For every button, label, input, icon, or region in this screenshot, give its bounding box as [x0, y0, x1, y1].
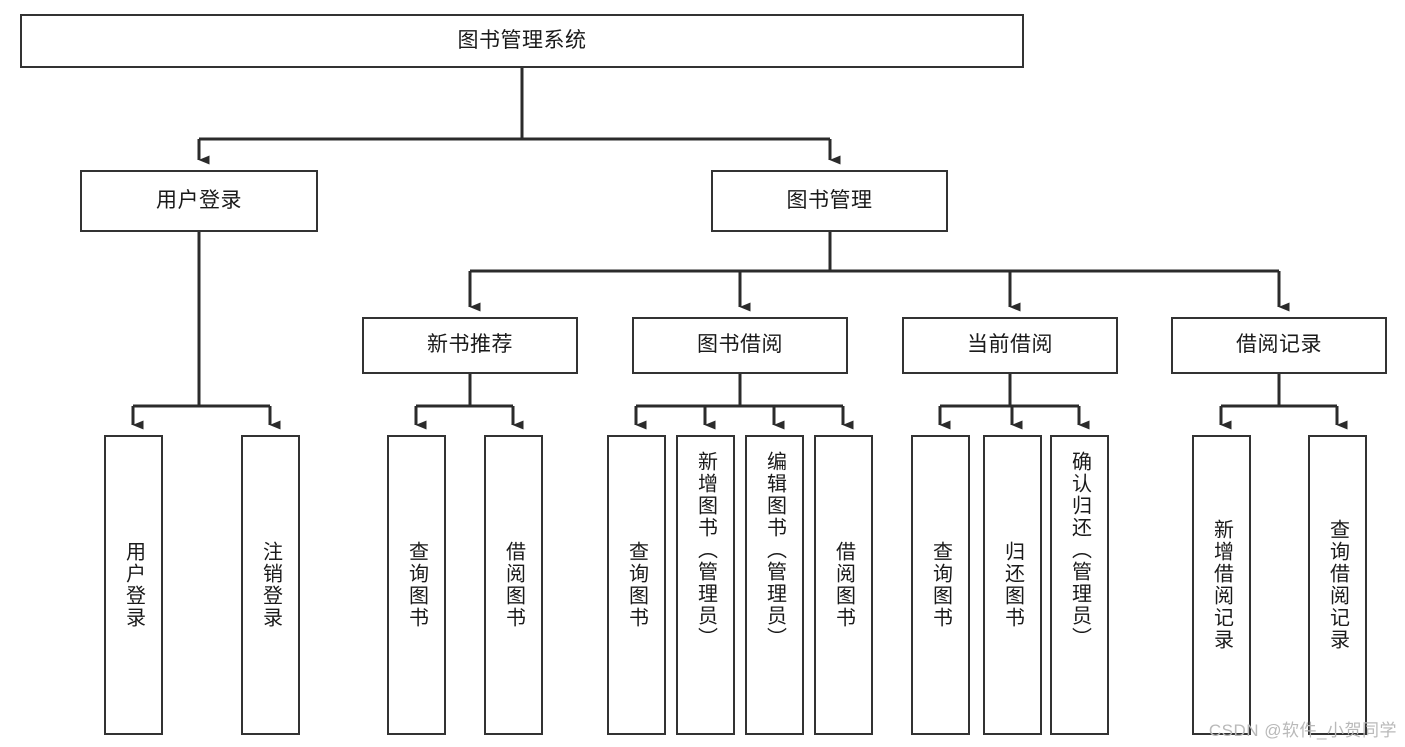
node-label: 借阅图书: [502, 541, 525, 629]
node-leaf-query-book-current[interactable]: 查询图书: [911, 435, 970, 735]
node-leaf-borrow-book-recommend[interactable]: 借阅图书: [484, 435, 543, 735]
node-current-borrow[interactable]: 当前借阅: [902, 317, 1118, 374]
node-label: 借阅记录: [1236, 333, 1322, 357]
node-leaf-query-book-recommend[interactable]: 查询图书: [387, 435, 446, 735]
node-leaf-add-borrow-record[interactable]: 新增借阅记录: [1192, 435, 1251, 735]
node-label: 图书管理系统: [457, 28, 587, 52]
node-new-book-recommend[interactable]: 新书推荐: [362, 317, 578, 374]
node-label: 新增借阅记录: [1210, 519, 1233, 651]
node-leaf-query-book-borrow[interactable]: 查询图书: [607, 435, 666, 735]
node-leaf-user-login[interactable]: 用户登录: [104, 435, 163, 735]
node-book-borrow[interactable]: 图书借阅: [632, 317, 848, 374]
node-label: 图书借阅: [697, 333, 783, 357]
node-leaf-add-book-admin[interactable]: 新增图书（管理员）: [676, 435, 735, 735]
node-borrow-record[interactable]: 借阅记录: [1171, 317, 1387, 374]
node-leaf-query-borrow-record[interactable]: 查询借阅记录: [1308, 435, 1367, 735]
node-book-management[interactable]: 图书管理: [711, 170, 948, 232]
node-root-system[interactable]: 图书管理系统: [20, 14, 1024, 68]
node-label: 注销登录: [259, 541, 282, 629]
node-leaf-confirm-return-admin[interactable]: 确认归还（管理员）: [1050, 435, 1109, 735]
node-label: 查询图书: [405, 541, 428, 629]
node-leaf-return-book[interactable]: 归还图书: [983, 435, 1042, 735]
node-leaf-edit-book-admin[interactable]: 编辑图书（管理员）: [745, 435, 804, 735]
node-label: 编辑图书（管理员）: [763, 451, 786, 649]
node-label: 新增图书（管理员）: [694, 451, 717, 649]
node-leaf-logout[interactable]: 注销登录: [241, 435, 300, 735]
node-label: 查询借阅记录: [1326, 519, 1349, 651]
node-label: 用户登录: [122, 541, 145, 629]
node-label: 借阅图书: [832, 541, 855, 629]
node-label: 当前借阅: [967, 333, 1053, 357]
node-label: 确认归还（管理员）: [1068, 451, 1091, 649]
node-user-login[interactable]: 用户登录: [80, 170, 318, 232]
node-label: 图书管理: [786, 188, 873, 212]
node-label: 新书推荐: [427, 333, 513, 357]
node-label: 查询图书: [625, 541, 648, 629]
node-label: 用户登录: [156, 188, 242, 212]
node-label: 归还图书: [1001, 541, 1024, 629]
node-leaf-borrow-book[interactable]: 借阅图书: [814, 435, 873, 735]
node-label: 查询图书: [929, 541, 952, 629]
